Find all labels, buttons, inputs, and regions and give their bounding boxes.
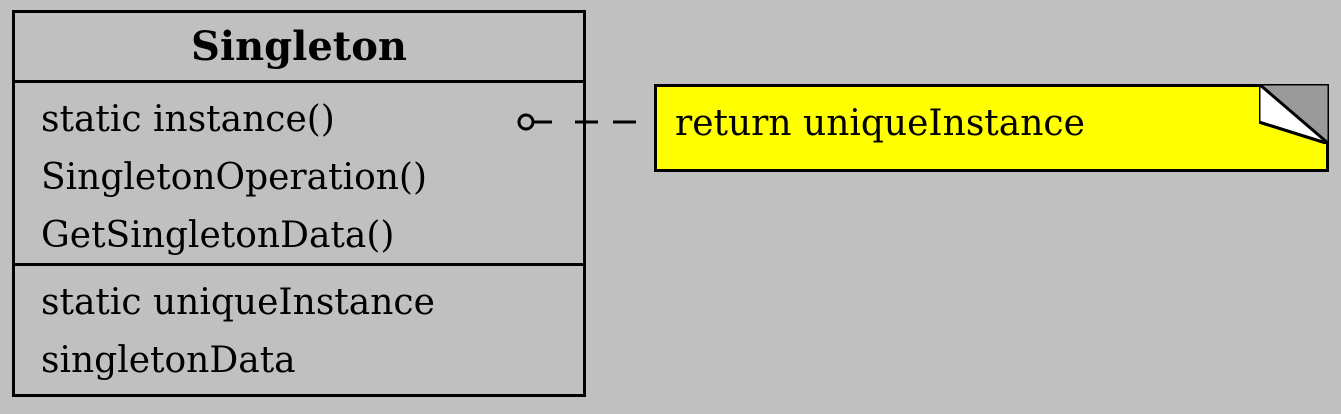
operation-static-instance: static instance() [41, 99, 335, 140]
attribute-singleton-data: singletonData [41, 340, 296, 381]
operations-section: static instance() SingletonOperation() G… [15, 83, 583, 266]
uml-note: return uniqueInstance [654, 84, 1329, 172]
folded-corner-icon [1259, 84, 1329, 144]
operation-singleton-operation: SingletonOperation() [41, 157, 428, 198]
attribute-unique-instance: static uniqueInstance [41, 282, 435, 323]
attributes-section: static uniqueInstance singletonData [15, 266, 583, 394]
operation-get-singleton-data: GetSingletonData() [41, 215, 395, 256]
note-text: return uniqueInstance [675, 103, 1085, 144]
class-name: Singleton [190, 23, 407, 70]
singleton-class-box: Singleton static instance() SingletonOpe… [12, 10, 586, 397]
class-name-header: Singleton [15, 13, 583, 83]
